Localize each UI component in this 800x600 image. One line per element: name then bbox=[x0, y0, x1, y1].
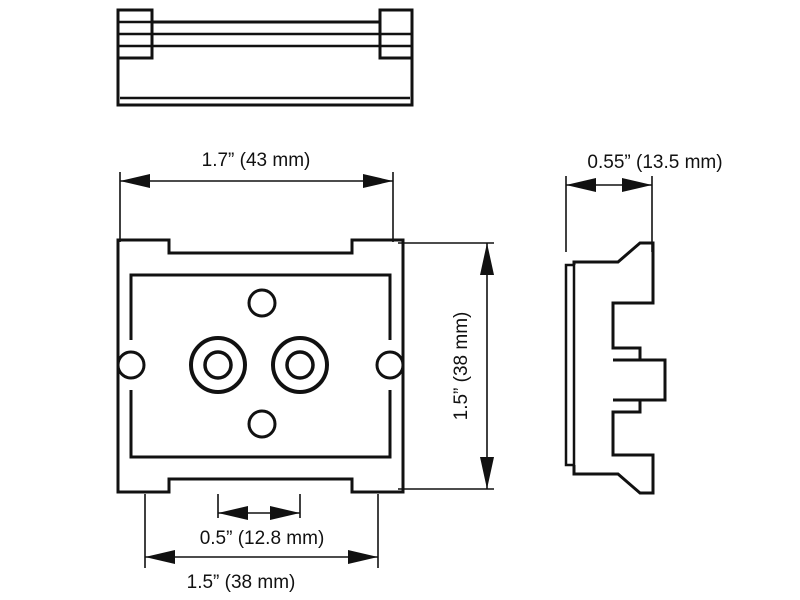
dim-height-arrow-top bbox=[480, 243, 494, 275]
screw-hole-top bbox=[247, 288, 277, 318]
dim-width-overall-arrow-right bbox=[363, 174, 393, 188]
side-view bbox=[564, 241, 667, 495]
dim-depth-label: 0.55” (13.5 mm) bbox=[587, 152, 722, 173]
dim-jack-spacing-arrow-right bbox=[270, 506, 300, 520]
front-view bbox=[116, 238, 405, 494]
side-tab-left bbox=[116, 350, 146, 380]
top-view-outline bbox=[116, 8, 414, 107]
dim-depth bbox=[565, 176, 653, 252]
side-tab-right bbox=[375, 350, 405, 380]
dim-depth-arrow-left bbox=[566, 178, 596, 192]
dim-width-body-arrow-right bbox=[348, 550, 378, 564]
dim-width-overall-arrow-left bbox=[120, 174, 150, 188]
side-view-body-outline bbox=[572, 241, 667, 495]
rca-jack-right-outer bbox=[271, 336, 329, 394]
dim-width-overall-label: 1.7” (43 mm) bbox=[202, 150, 311, 171]
screw-hole-bottom bbox=[247, 409, 277, 439]
top-view bbox=[116, 8, 414, 107]
rca-jack-left-outer bbox=[189, 336, 247, 394]
dim-width-body-arrow-left bbox=[145, 550, 175, 564]
dim-jack-spacing-label: 0.5” (12.8 mm) bbox=[200, 528, 325, 549]
top-view-tab-left-wall bbox=[118, 22, 154, 60]
dim-height-arrow-bottom bbox=[480, 457, 494, 489]
rca-jack-left-inner bbox=[203, 350, 233, 380]
dim-jack-spacing-arrow-left bbox=[218, 506, 248, 520]
front-view-outer-plate bbox=[116, 238, 405, 494]
dim-width-body bbox=[144, 494, 379, 568]
top-view-tab-right-wall bbox=[378, 22, 412, 60]
dim-width-body-label: 1.5” (38 mm) bbox=[187, 572, 296, 593]
dim-jack-spacing bbox=[217, 494, 301, 520]
dim-width-overall bbox=[119, 172, 394, 242]
side-view-faceplate bbox=[564, 263, 576, 467]
rca-jack-right-inner bbox=[285, 350, 315, 380]
dim-height bbox=[398, 242, 494, 490]
dim-depth-arrow-right bbox=[622, 178, 652, 192]
dim-height-label: 1.5” (38 mm) bbox=[451, 312, 472, 421]
